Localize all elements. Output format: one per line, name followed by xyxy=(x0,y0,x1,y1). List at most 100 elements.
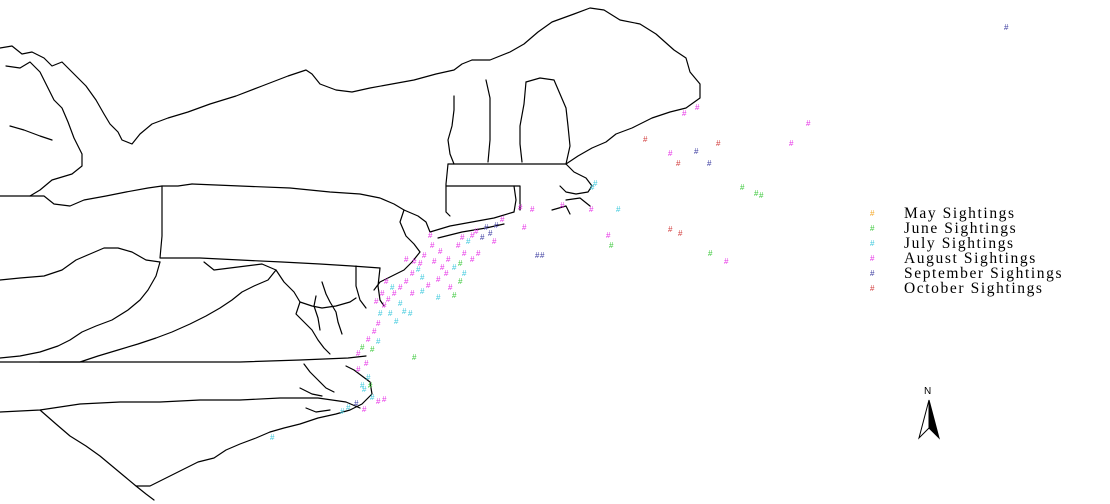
sighting-marker-august: # xyxy=(372,327,377,336)
sighting-marker-june: # xyxy=(759,191,764,200)
sighting-marker-august: # xyxy=(380,289,385,298)
sighting-marker-july: # xyxy=(390,283,395,292)
sighting-marker-october: # xyxy=(668,225,673,234)
sighting-marker-august: # xyxy=(789,139,794,148)
sighting-marker-august: # xyxy=(668,149,673,158)
sighting-marker-august: # xyxy=(444,269,449,278)
sighting-marker-august: # xyxy=(362,405,367,414)
sighting-marker-august: # xyxy=(589,205,594,214)
sighting-marker-september: # xyxy=(494,221,499,230)
sighting-marker-july: # xyxy=(340,407,345,416)
sighting-marker-august: # xyxy=(404,277,409,286)
sighting-marker-august: # xyxy=(384,277,389,286)
sighting-marker-august: # xyxy=(460,233,465,242)
sighting-marker-august: # xyxy=(398,283,403,292)
sighting-marker-august: # xyxy=(470,231,475,240)
sighting-marker-august: # xyxy=(382,395,387,404)
legend-label-august: August Sightings xyxy=(904,249,1037,267)
sighting-marker-august: # xyxy=(806,119,811,128)
sighting-marker-july: # xyxy=(590,183,595,192)
sighting-marker-july: # xyxy=(388,309,393,318)
north-arrow: N xyxy=(916,386,944,442)
sighting-marker-august: # xyxy=(374,297,379,306)
sighting-marker-august: # xyxy=(364,359,369,368)
sighting-marker-august: # xyxy=(422,251,427,260)
sighting-marker-august: # xyxy=(366,335,371,344)
sighting-marker-august: # xyxy=(356,365,361,374)
legend-marker-september: # xyxy=(870,269,875,278)
sighting-marker-august: # xyxy=(500,215,505,224)
sighting-marker-august: # xyxy=(456,241,461,250)
sighting-marker-june: # xyxy=(360,343,365,352)
sighting-marker-august: # xyxy=(530,205,535,214)
sighting-marker-july: # xyxy=(366,373,371,382)
sighting-marker-july: # xyxy=(376,337,381,346)
legend-item-september: # September Sightings xyxy=(868,264,1064,282)
sighting-marker-july: # xyxy=(466,237,471,246)
sighting-marker-october: # xyxy=(678,229,683,238)
sighting-marker-june: # xyxy=(458,277,463,286)
sighting-marker-august: # xyxy=(376,397,381,406)
sighting-marker-august: # xyxy=(476,249,481,258)
sighting-marker-july: # xyxy=(398,299,403,308)
sighting-marker-september: # xyxy=(484,223,489,232)
sighting-marker-july: # xyxy=(402,307,407,316)
legend-item-june: # June Sightings xyxy=(868,220,1063,237)
sighting-marker-september: # xyxy=(480,233,485,242)
sighting-marker-july: # xyxy=(378,309,383,318)
sighting-marker-august: # xyxy=(438,247,443,256)
sighting-marker-june: # xyxy=(458,259,463,268)
legend-label-october: October Sightings xyxy=(904,279,1044,297)
sighting-marker-august: # xyxy=(410,289,415,298)
sighting-marker-august: # xyxy=(392,289,397,298)
sighting-marker-june: # xyxy=(452,291,457,300)
sighting-marker-august: # xyxy=(436,275,441,284)
sighting-marker-october: # xyxy=(643,135,648,144)
sighting-marker-august: # xyxy=(356,349,361,358)
sighting-marker-august: # xyxy=(448,283,453,292)
legend-label-september: September Sightings xyxy=(904,264,1064,282)
sighting-marker-july: # xyxy=(370,393,375,402)
sighting-marker-august: # xyxy=(522,223,527,232)
legend-marker-august: # xyxy=(870,254,875,263)
sighting-marker-july: # xyxy=(436,293,441,302)
sighting-marker-august: # xyxy=(695,103,700,112)
sighting-marker-july: # xyxy=(346,403,351,412)
sighting-marker-august: # xyxy=(724,257,729,266)
legend-item-october: # October Sightings xyxy=(868,279,1063,297)
sighting-marker-june: # xyxy=(708,249,713,258)
sighting-marker-august: # xyxy=(518,203,523,212)
sighting-marker-august: # xyxy=(428,231,433,240)
sighting-marker-september: # xyxy=(354,399,359,408)
sighting-marker-august: # xyxy=(470,255,475,264)
sighting-marker-june: # xyxy=(609,241,614,250)
sighting-marker-july: # xyxy=(416,265,421,274)
legend-label-may: May Sightings xyxy=(904,204,1016,222)
sighting-marker-august: # xyxy=(474,227,479,236)
sighting-marker-july: # xyxy=(270,433,275,442)
legend-marker-july: # xyxy=(870,239,875,248)
legend-marker-october: # xyxy=(870,284,875,293)
sighting-marker-august: # xyxy=(418,259,423,268)
sighting-marker-june: # xyxy=(370,345,375,354)
sighting-marker-july: # xyxy=(462,269,467,278)
sighting-marker-august: # xyxy=(386,295,391,304)
sighting-marker-august: # xyxy=(446,255,451,264)
sighting-marker-september: # xyxy=(488,229,493,238)
sighting-marker-october: # xyxy=(676,159,681,168)
sighting-marker-july: # xyxy=(420,273,425,282)
sighting-marker-august: # xyxy=(462,249,467,258)
sighting-marker-october: # xyxy=(716,139,721,148)
sighting-marker-august: # xyxy=(440,263,445,272)
sighting-marker-august: # xyxy=(430,241,435,250)
sighting-marker-august: # xyxy=(404,255,409,264)
sighting-points: ########################################… xyxy=(270,23,1009,442)
sighting-marker-august: # xyxy=(410,269,415,278)
sighting-marker-july: # xyxy=(420,287,425,296)
legend: # May Sightings # June Sightings # July … xyxy=(868,204,1064,297)
sighting-marker-august: # xyxy=(682,109,687,118)
sighting-marker-september: # xyxy=(707,159,712,168)
sighting-marker-august: # xyxy=(426,281,431,290)
sighting-marker-june: # xyxy=(754,189,759,198)
